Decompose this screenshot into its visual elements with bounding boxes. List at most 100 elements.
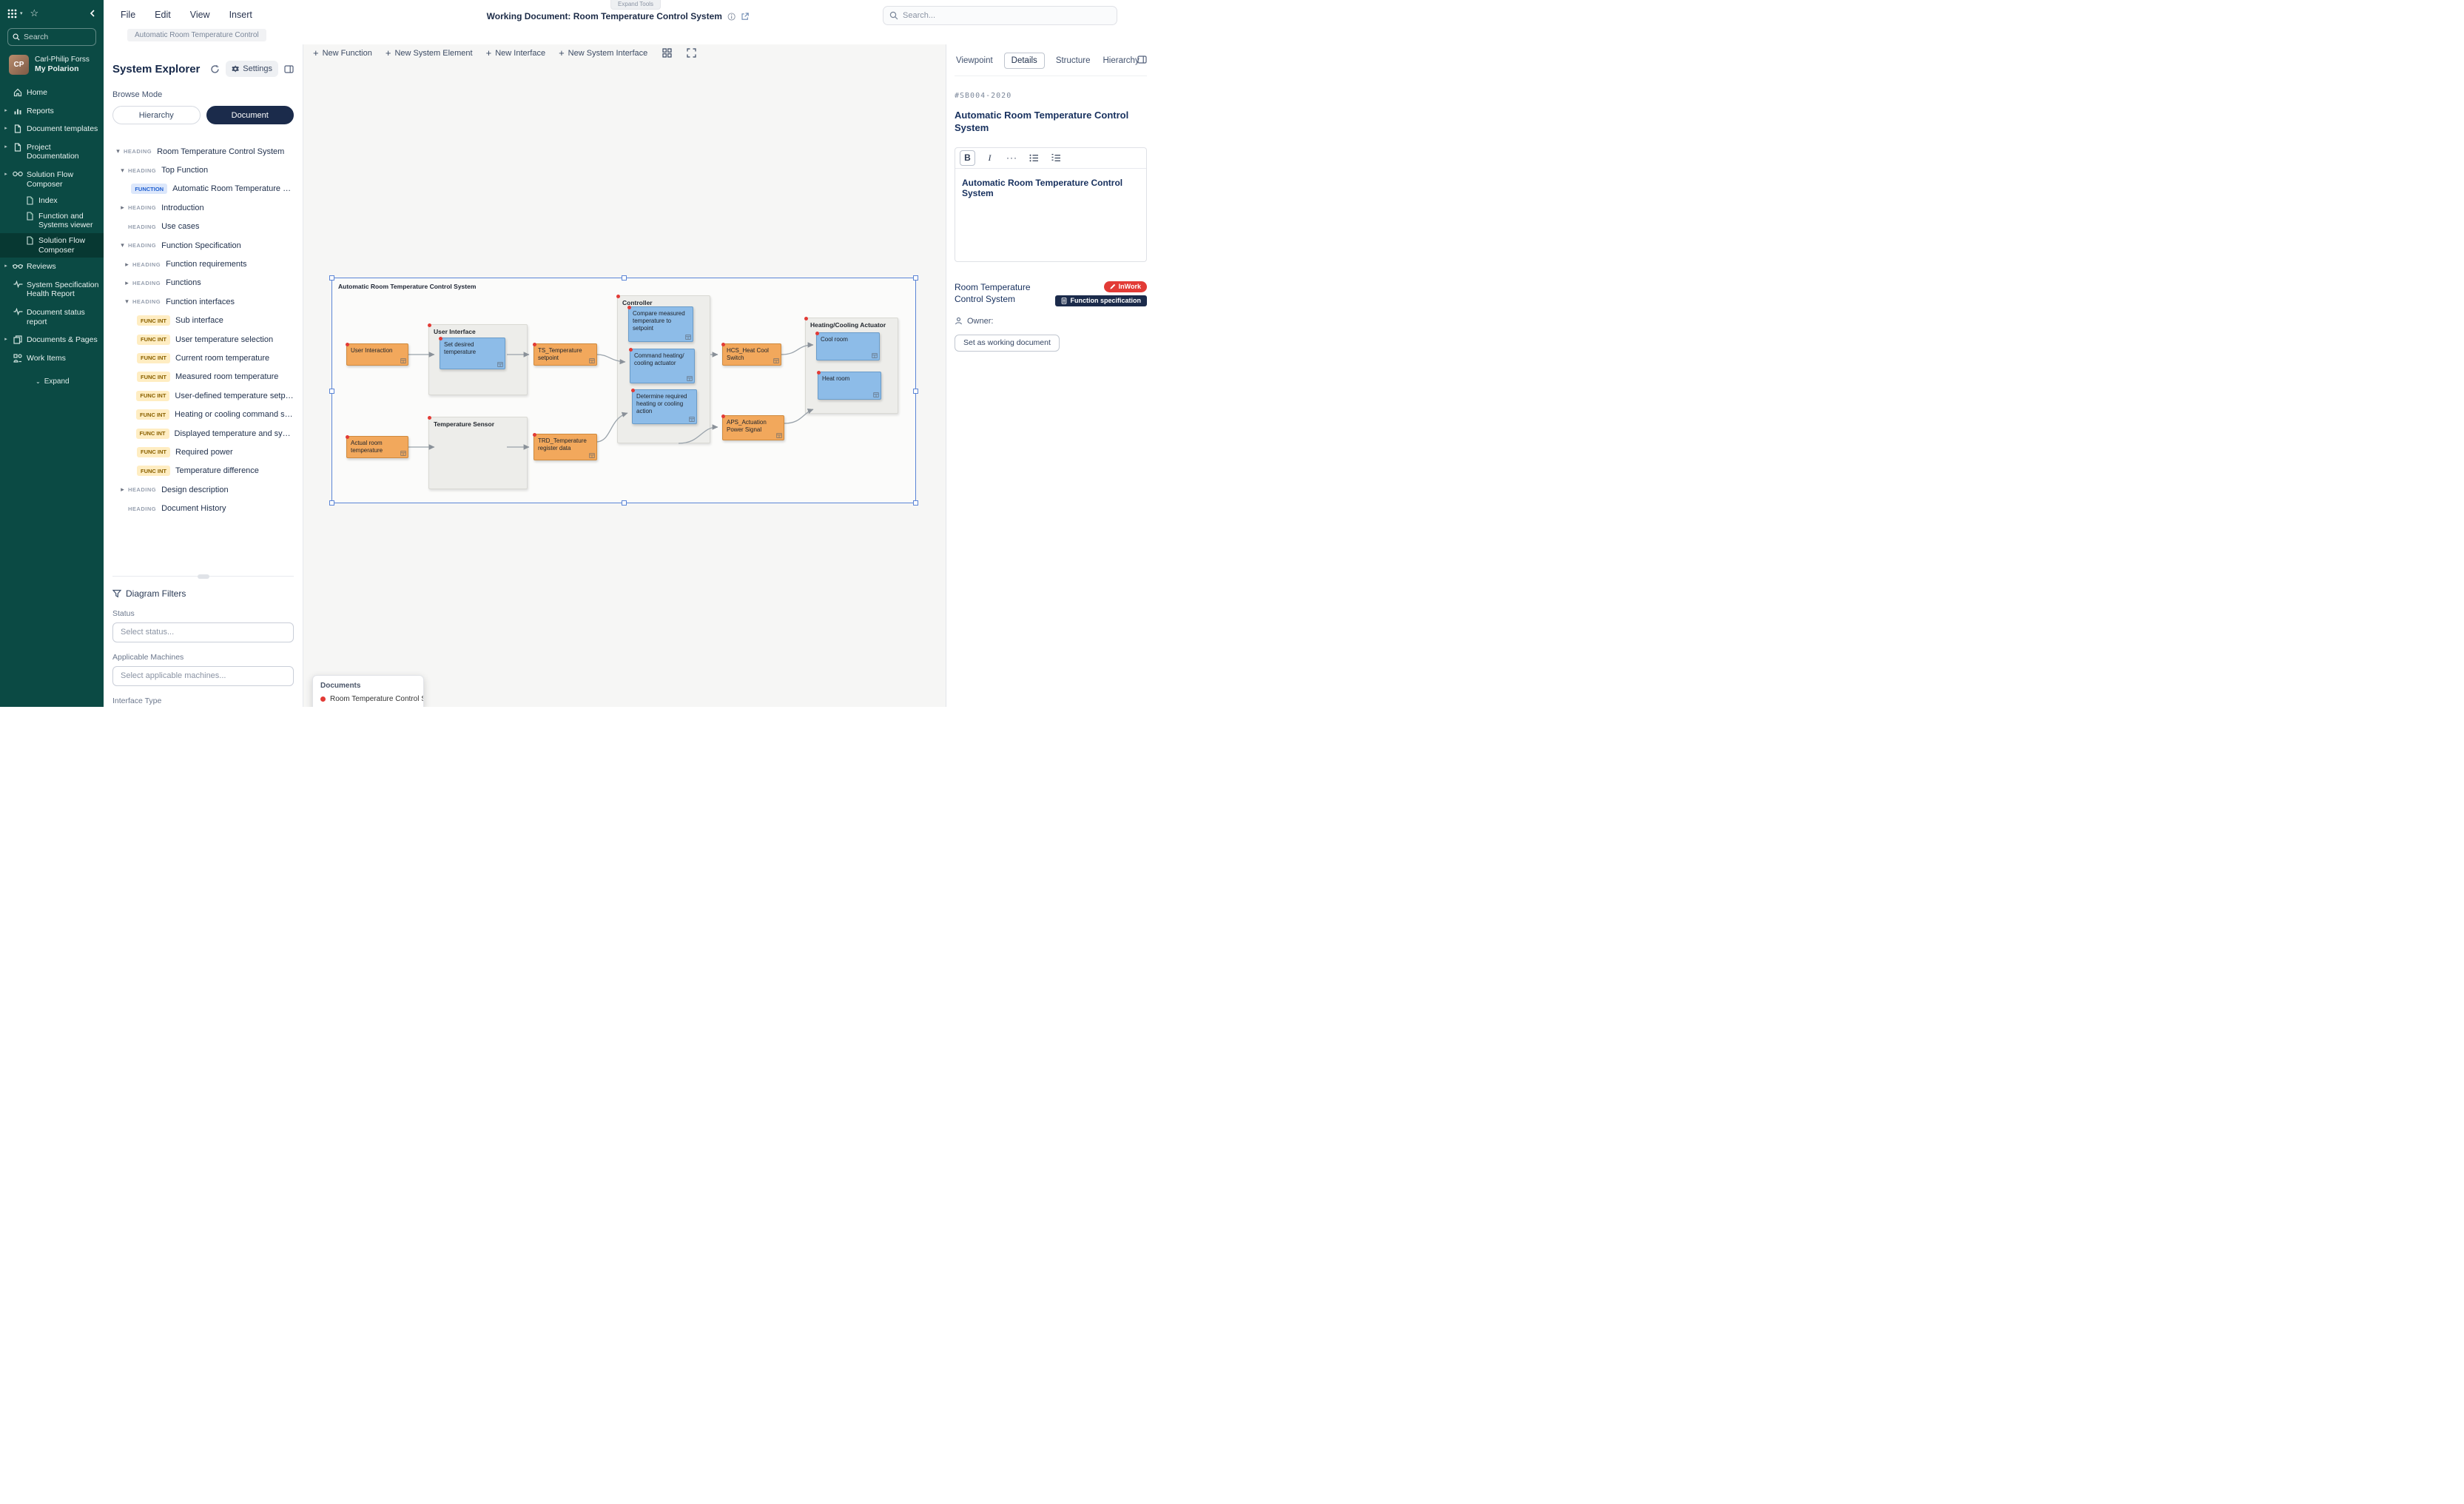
expand-tools-tab[interactable]: Expand Tools — [610, 0, 661, 10]
selection-handle[interactable] — [329, 500, 334, 506]
app-launcher-icon[interactable] — [7, 9, 17, 19]
diagram-node-interface[interactable]: TS_Temperature setpoint — [533, 343, 597, 366]
toolbar-new-function-button[interactable]: +New Function — [313, 48, 372, 58]
diagram-canvas[interactable]: +New Function +New System Element +New Int… — [303, 44, 946, 707]
numbered-list-icon[interactable] — [1048, 150, 1064, 166]
chevron-down-icon[interactable]: ▾ — [121, 241, 124, 249]
diagram-node-interface[interactable]: HCS_Heat Cool Switch — [721, 343, 781, 366]
sidebar-item-documents-pages[interactable]: ▸Documents & Pages — [0, 331, 104, 349]
diagram-node-function[interactable]: Cool room — [815, 332, 880, 360]
global-search[interactable] — [883, 6, 1117, 25]
sidebar-item-reviews[interactable]: ▸Reviews — [0, 258, 104, 276]
chevron-right-icon[interactable]: ▸ — [4, 171, 7, 177]
chevron-right-icon[interactable]: ▸ — [125, 278, 129, 286]
chevron-down-icon[interactable]: ▾ — [121, 166, 124, 174]
menu-file[interactable]: File — [121, 10, 136, 20]
type-badge[interactable]: Function specification — [1055, 295, 1147, 306]
bullet-list-icon[interactable] — [1026, 150, 1042, 166]
more-options-icon[interactable]: ··· — [1006, 152, 1017, 164]
sidebar-item-system-specification-health-report[interactable]: System Specification Health Report — [0, 276, 104, 303]
diagram-node-function[interactable]: Determine required heating or cooling ac… — [631, 389, 697, 424]
sidebar-item-document-templates[interactable]: ▸Document templates — [0, 120, 104, 138]
sidebar-item-work-items[interactable]: Work Items — [0, 349, 104, 368]
selection-handle[interactable] — [913, 500, 918, 506]
settings-button[interactable]: Settings — [226, 61, 278, 77]
documents-popup-item[interactable]: Room Temperature Control Sys... — [313, 694, 423, 705]
selection-handle[interactable] — [622, 500, 627, 506]
filter-input-applicable-machines[interactable] — [112, 665, 294, 686]
mode-button-document[interactable]: Document — [206, 106, 294, 124]
diagram-node-function[interactable]: Command heating/ cooling actuator — [629, 348, 695, 383]
chevron-right-icon[interactable]: ▸ — [4, 144, 7, 150]
tab-details[interactable]: Details — [1003, 53, 1045, 69]
collapse-sidebar-icon[interactable] — [89, 10, 96, 17]
favorites-star-icon[interactable]: ☆ — [30, 7, 39, 19]
diagram-node-function[interactable]: Compare measured temperature to setpoint — [627, 306, 693, 342]
rich-text-editor[interactable]: B I ··· Automatic Room Temperature Contr… — [955, 147, 1147, 262]
toolbar-new-interface-button[interactable]: +New Interface — [486, 48, 545, 58]
chevron-right-icon[interactable]: ▸ — [125, 260, 129, 268]
selection-handle[interactable] — [622, 275, 627, 281]
diagram-group[interactable]: Temperature Sensor — [428, 416, 528, 489]
tab-structure[interactable]: Structure — [1055, 56, 1091, 65]
chevron-down-icon[interactable]: ▾ — [116, 147, 120, 155]
selection-handle[interactable] — [329, 388, 334, 394]
chevron-right-icon[interactable]: ▸ — [4, 126, 7, 132]
sidebar-item-solution-flow-composer[interactable]: ▸Solution Flow Composer — [0, 166, 104, 193]
toolbar-new-system-element-button[interactable]: +New System Element — [386, 48, 473, 58]
sidebar-item-document-status-report[interactable]: Document status report — [0, 303, 104, 331]
sidebar-search-input[interactable] — [24, 33, 83, 41]
menu-edit[interactable]: Edit — [155, 10, 171, 20]
sidebar-search[interactable] — [7, 28, 96, 46]
global-search-input[interactable] — [903, 11, 1111, 20]
tab-viewpoint[interactable]: Viewpoint — [956, 56, 993, 65]
menu-view[interactable]: View — [189, 10, 210, 20]
selection-handle[interactable] — [329, 275, 334, 281]
italic-button[interactable]: I — [988, 152, 992, 163]
toggle-panel-icon[interactable] — [1137, 55, 1147, 64]
chevron-right-icon[interactable]: ▸ — [121, 486, 124, 494]
sidebar-item-home[interactable]: Home — [0, 84, 104, 102]
grid-view-icon[interactable] — [662, 48, 672, 58]
set-working-document-button[interactable]: Set as working document — [955, 334, 1060, 352]
tab-hierarchy[interactable]: Hierarchy — [1103, 56, 1140, 65]
sidebar-item-function-and-systems-viewer[interactable]: Function and Systems viewer — [0, 209, 104, 233]
info-icon[interactable] — [727, 12, 736, 21]
diagram-node-interface[interactable]: User Interaction — [346, 343, 408, 366]
sidebar-item-reports[interactable]: ▸Reports — [0, 102, 104, 121]
sidebar-item-project-documentation[interactable]: ▸Project Documentation — [0, 138, 104, 166]
chevron-right-icon[interactable]: ▸ — [4, 107, 7, 113]
chevron-right-icon[interactable]: ▸ — [4, 337, 7, 343]
toolbar-new-system-interface-button[interactable]: +New System Interface — [559, 48, 647, 58]
mode-button-hierarchy[interactable]: Hierarchy — [112, 106, 201, 124]
diagram-node-function[interactable]: Heat room — [817, 371, 881, 400]
chevron-right-icon[interactable]: ▸ — [4, 263, 7, 269]
fullscreen-icon[interactable] — [687, 48, 696, 58]
diagram-node-interface[interactable]: TRD_Temperature register data — [533, 433, 597, 460]
menu-insert[interactable]: Insert — [229, 10, 252, 20]
editor-content[interactable]: Automatic Room Temperature Control Syste… — [962, 177, 1123, 198]
chevron-down-icon[interactable]: ▾ — [20, 11, 23, 16]
toggle-panel-icon[interactable] — [284, 64, 294, 74]
sidebar-item-index[interactable]: Index — [0, 193, 104, 209]
sidebar-expand-button[interactable]: ⌄ Expand — [0, 367, 104, 390]
status-badge[interactable]: InWork — [1103, 281, 1147, 292]
chevron-down-icon[interactable]: ▾ — [125, 298, 129, 306]
divider-drag-handle[interactable] — [197, 574, 209, 579]
diagram-node-function[interactable]: Set desired temperature — [439, 337, 505, 369]
refresh-icon[interactable] — [210, 64, 220, 74]
sidebar-item-solution-flow-composer[interactable]: Solution Flow Composer — [0, 232, 104, 258]
open-external-icon[interactable] — [741, 12, 749, 21]
